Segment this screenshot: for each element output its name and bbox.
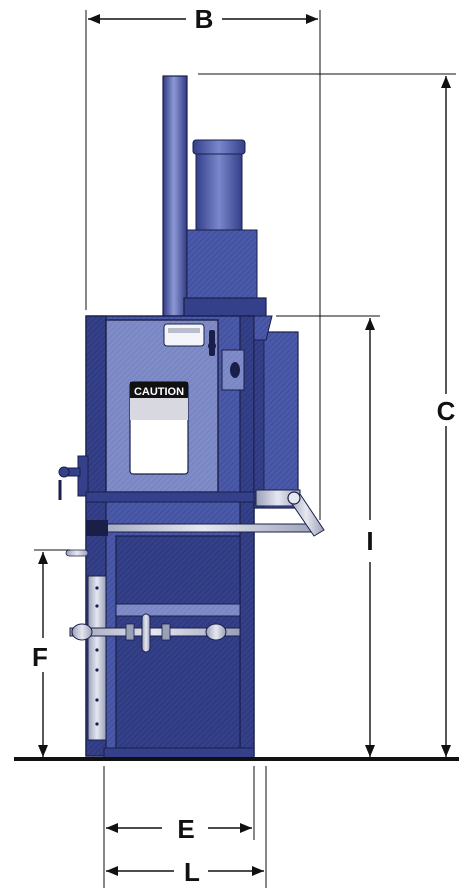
peg <box>65 549 89 557</box>
dimension-i: I <box>276 315 380 757</box>
dimension-l: L <box>106 766 267 888</box>
motor <box>186 139 258 299</box>
nameplate <box>163 323 205 347</box>
lever-bar <box>85 523 321 533</box>
top-plate <box>183 297 267 319</box>
platen-bar <box>85 491 255 503</box>
caution-label: CAUTION <box>134 386 184 398</box>
handwheel-icon <box>58 455 89 500</box>
hinge-plate <box>87 575 107 741</box>
dimension-e: E <box>103 766 255 888</box>
dimension-label-c: C <box>437 396 456 426</box>
bale-chamber-door <box>115 535 241 755</box>
hydraulic-cylinder <box>162 75 188 317</box>
base <box>103 747 255 759</box>
dimension-label-e: E <box>177 814 194 844</box>
dimension-b: B <box>85 4 321 520</box>
baler-machine: CAUTION <box>58 75 325 759</box>
dimension-label-b: B <box>195 4 214 34</box>
door-lock-bar <box>69 613 241 653</box>
dimension-label-f: F <box>32 642 48 672</box>
dimension-f: F <box>32 549 70 757</box>
dimension-label-i: I <box>366 526 373 556</box>
dimension-label-l: L <box>184 857 200 887</box>
dimension-c: C <box>198 73 456 757</box>
